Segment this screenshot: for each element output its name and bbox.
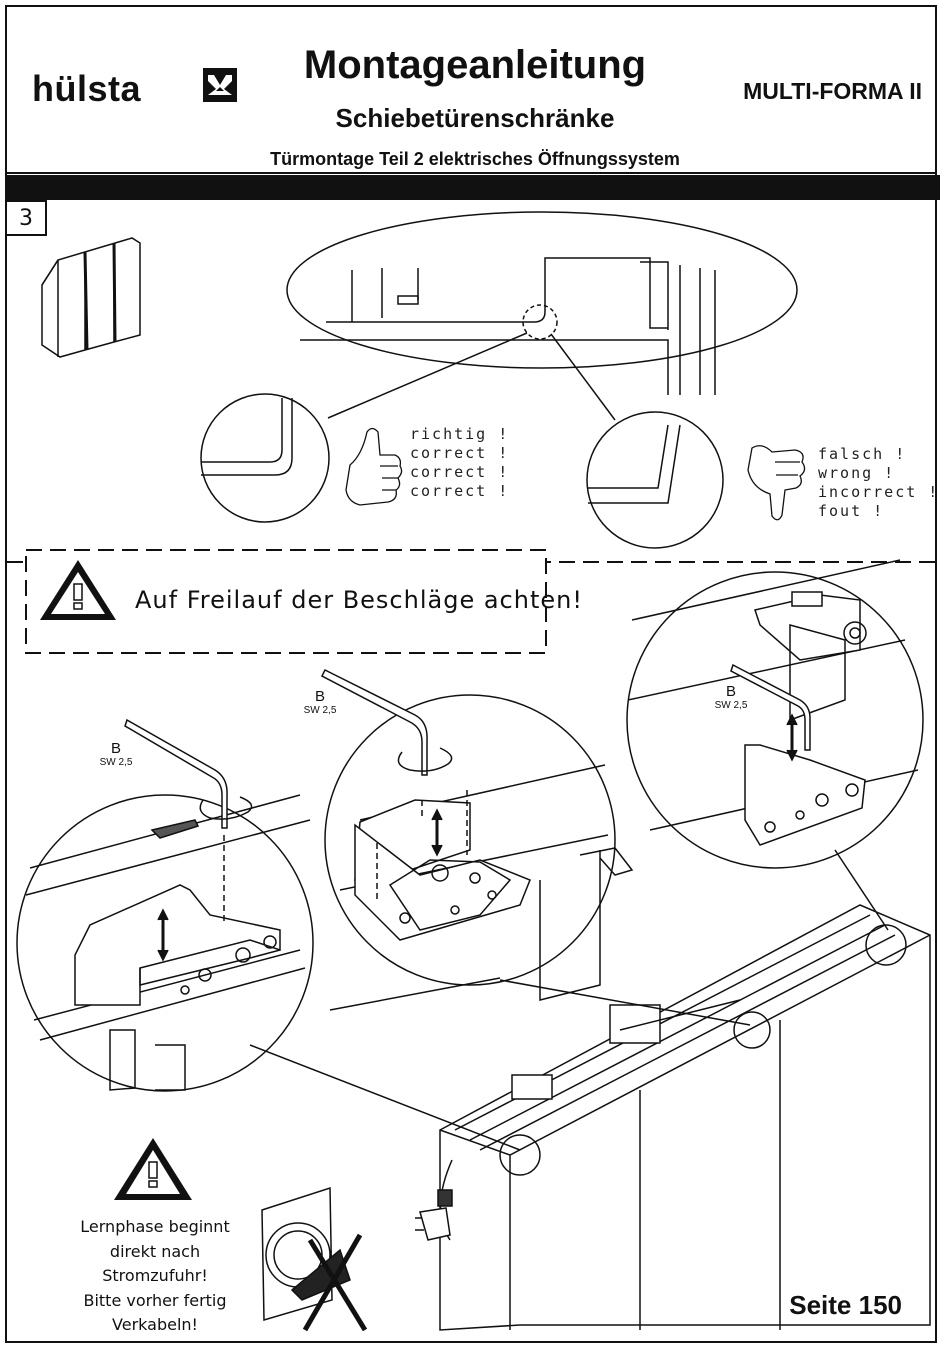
document-subtitle: Schiebetürenschränke bbox=[335, 103, 615, 133]
learning-phase-warning: Lernphase beginnt direkt nach Stromzufuh… bbox=[40, 1215, 270, 1338]
thumbs-up-icon bbox=[345, 427, 403, 506]
callout-size: SW 2,5 bbox=[714, 700, 748, 711]
document-title: Montageanleitung bbox=[303, 43, 647, 87]
callout-label: B bbox=[110, 740, 121, 757]
wrong-label: fout ! bbox=[818, 502, 885, 520]
header-bar bbox=[7, 175, 940, 200]
correct-label: correct ! bbox=[410, 444, 510, 462]
warning-line: Stromzufuhr! bbox=[102, 1266, 208, 1285]
left-fitting-circle bbox=[16, 794, 314, 1092]
wrong-label: incorrect ! bbox=[818, 483, 940, 501]
correct-label: correct ! bbox=[410, 463, 510, 481]
hex-key-callout: B SW 2,5 bbox=[96, 740, 136, 768]
correct-label: richtig ! bbox=[410, 425, 510, 443]
wardrobe-overview-icon bbox=[439, 904, 931, 1331]
hex-key-callout: B SW 2,5 bbox=[711, 683, 751, 711]
callout-size: SW 2,5 bbox=[303, 705, 337, 716]
thumbs-down-icon bbox=[747, 445, 806, 521]
detail-ellipse bbox=[286, 211, 798, 369]
page-frame bbox=[5, 5, 937, 1343]
wardrobe-thumbnail-icon bbox=[41, 237, 141, 358]
callout-label: B bbox=[725, 683, 736, 700]
hex-key-callout: B SW 2,5 bbox=[300, 688, 340, 716]
correct-label-list: richtig ! correct ! correct ! correct ! bbox=[410, 425, 509, 501]
cross-icon bbox=[302, 1233, 368, 1332]
warning-line: Bitte vorher fertig bbox=[83, 1290, 227, 1310]
step-number: 3 bbox=[7, 200, 47, 236]
plug-icon bbox=[415, 1189, 453, 1241]
callout-label: B bbox=[314, 688, 325, 705]
correct-label: correct ! bbox=[410, 482, 510, 500]
wrong-label: falsch ! bbox=[818, 445, 907, 463]
bottom-warning-triangle-icon bbox=[114, 1138, 192, 1200]
warning-triangle-icon bbox=[40, 560, 116, 620]
page-number: Seite 150 bbox=[789, 1290, 902, 1320]
warning-line: Lernphase beginnt bbox=[80, 1217, 230, 1236]
warning-box bbox=[25, 549, 547, 654]
brand-logo-icon bbox=[203, 68, 237, 102]
wrong-detail-circle bbox=[586, 411, 724, 549]
wrong-label: wrong ! bbox=[818, 464, 896, 482]
middle-fitting-circle bbox=[324, 694, 616, 986]
callout-size: SW 2,5 bbox=[99, 757, 133, 768]
brand-name: hülsta bbox=[32, 68, 142, 109]
right-fitting-circle bbox=[626, 571, 924, 869]
warning-line: Verkabeln! bbox=[112, 1315, 198, 1334]
correct-detail-circle bbox=[200, 393, 330, 523]
wrong-label-list: falsch ! wrong ! incorrect ! fout ! bbox=[818, 445, 939, 521]
warning-line: direkt nach bbox=[109, 1241, 201, 1261]
product-series: MULTI-FORMA II bbox=[743, 78, 922, 104]
power-socket-icon bbox=[261, 1186, 351, 1321]
section-topic: Türmontage Teil 2 elektrisches Öffnungss… bbox=[270, 149, 680, 169]
header-divider bbox=[7, 172, 937, 174]
warning-text: Auf Freilauf der Beschläge achten! bbox=[135, 586, 583, 614]
